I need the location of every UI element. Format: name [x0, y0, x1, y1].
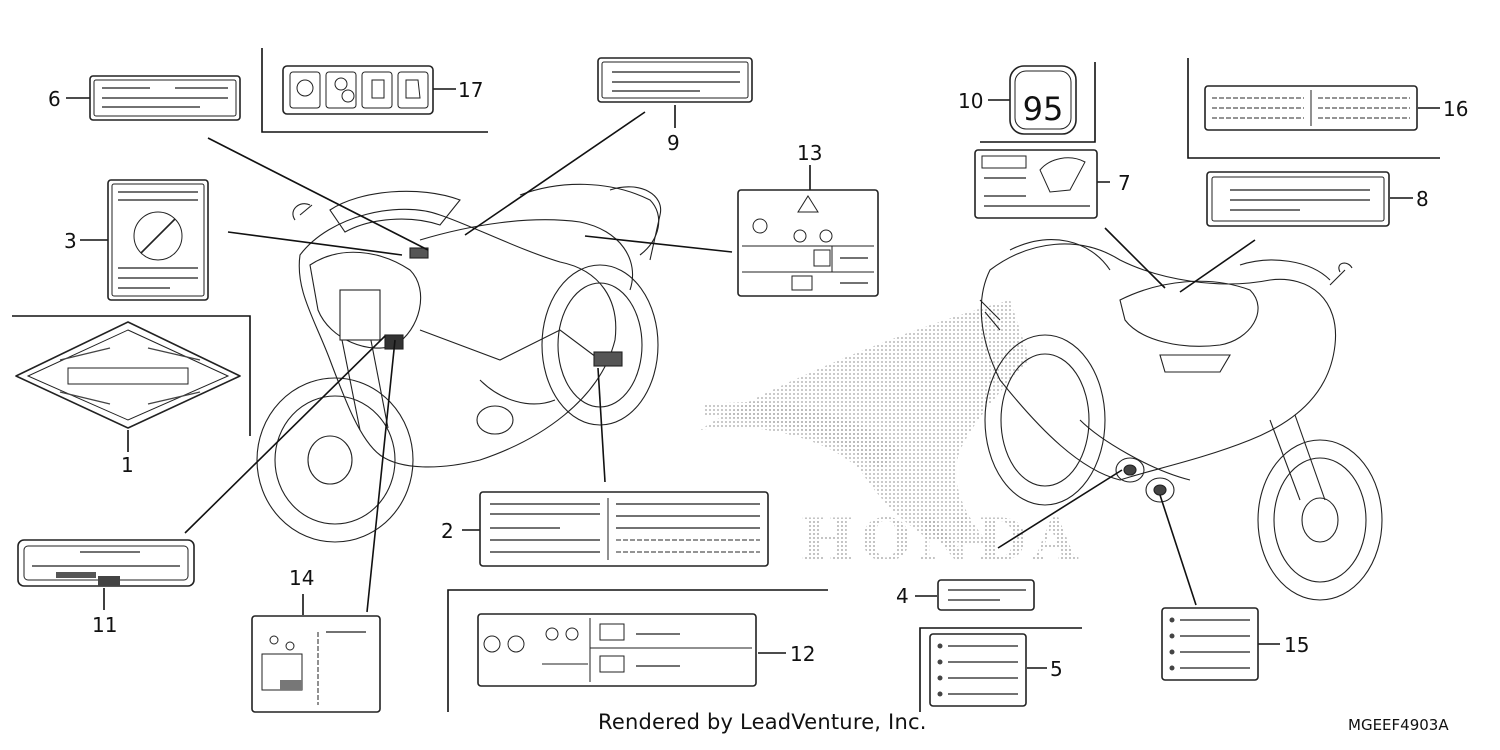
diagram-code: MGEEF4903A — [1348, 716, 1449, 734]
label-3-icon — [107, 179, 209, 301]
callout-5: 5 — [1050, 657, 1063, 681]
callout-9: 9 — [667, 131, 680, 155]
honda-wordmark: HONDA — [800, 506, 1084, 574]
callout-6: 6 — [48, 87, 61, 111]
honda-wing-watermark-icon — [700, 300, 1030, 545]
label-17-icon — [282, 65, 434, 115]
label-10-fuel-octane: 95 — [1009, 65, 1077, 135]
callout-4: 4 — [896, 584, 909, 608]
label-1-icon — [15, 321, 241, 429]
label-11-icon — [17, 539, 195, 587]
leader-lines — [66, 88, 1440, 669]
callout-10: 10 — [958, 89, 983, 113]
footer-credit: Rendered by LeadVenture, Inc. — [598, 710, 927, 734]
label-2-icon — [479, 491, 769, 567]
callout-12: 12 — [790, 642, 815, 666]
label-13-icon — [737, 189, 879, 297]
callout-8: 8 — [1416, 187, 1429, 211]
callout-11: 11 — [92, 613, 117, 637]
callout-3: 3 — [64, 229, 77, 253]
label-14-icon — [251, 615, 381, 713]
callout-16: 16 — [1443, 97, 1468, 121]
label-12-icon — [477, 613, 757, 687]
label-6-icon — [89, 75, 241, 121]
label-8-icon — [1206, 171, 1390, 227]
label-7-icon — [974, 149, 1098, 219]
motorcycle-right-icon — [979, 239, 1383, 601]
callout-13: 13 — [797, 141, 822, 165]
label-5-icon — [929, 633, 1027, 707]
label-9-icon — [597, 57, 753, 103]
label-16-icon — [1204, 85, 1418, 131]
group-brackets — [12, 48, 1440, 712]
callout-7: 7 — [1118, 171, 1131, 195]
callout-15: 15 — [1284, 633, 1309, 657]
label-15-icon — [1161, 607, 1259, 681]
callout-17: 17 — [458, 78, 483, 102]
callout-14: 14 — [289, 566, 314, 590]
octane-number: 95 — [1023, 90, 1064, 128]
callout-2: 2 — [441, 519, 454, 543]
callout-1: 1 — [121, 453, 134, 477]
callout-numbers: 6 17 9 3 13 1 2 11 14 12 10 7 16 8 4 5 1… — [48, 78, 1468, 681]
label-4-icon — [937, 579, 1035, 611]
